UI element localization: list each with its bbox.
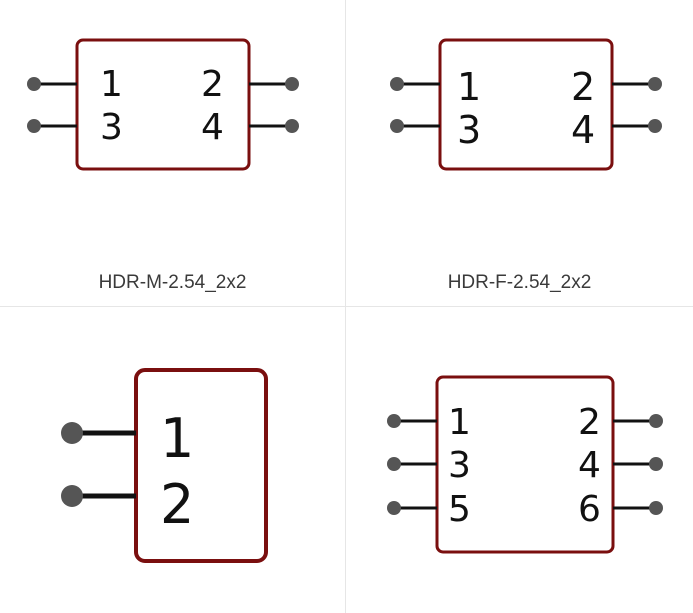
component-body: [438, 38, 614, 171]
symbol-caption: HDR-M-2.54_2x2: [98, 272, 247, 293]
header-2x3-symbol: 1 2 3 4 5 6: [387, 375, 663, 554]
pin-number: 4: [571, 108, 595, 152]
pin-number: 2: [160, 473, 194, 536]
pin-number: 5: [448, 489, 471, 530]
pin-number: 1: [160, 407, 194, 470]
pin-dot[interactable]: [61, 422, 83, 444]
symbol-caption: HDR-F-2.54_2x2: [447, 272, 592, 293]
pin-number: 2: [201, 64, 224, 105]
pin-dot[interactable]: [649, 414, 663, 428]
pin-number: 2: [578, 402, 601, 443]
pin-number: 4: [201, 107, 224, 148]
pin-number: 3: [448, 445, 471, 486]
pin-number: 1: [448, 402, 471, 443]
pin-dot[interactable]: [285, 119, 299, 133]
symbol-card-2x3[interactable]: 1 2 3 4 5 6: [346, 307, 693, 613]
pin-number: 1: [100, 64, 123, 105]
pin-number: 4: [578, 445, 601, 486]
pin-dot[interactable]: [648, 77, 662, 91]
pin-dot[interactable]: [387, 414, 401, 428]
pin-dot[interactable]: [649, 501, 663, 515]
pin-dot[interactable]: [649, 457, 663, 471]
pin-number: 6: [578, 489, 601, 530]
pin-dot[interactable]: [390, 77, 404, 91]
symbol-card-hdr-f-2x2[interactable]: 1 2 3 4 HDR-F-2.54_2x2: [346, 0, 693, 306]
pin-dot[interactable]: [61, 485, 83, 507]
hdr-f-2x2-symbol: 1 2 3 4: [390, 38, 662, 171]
pin-dot[interactable]: [27, 119, 41, 133]
pin-number: 1: [457, 65, 481, 109]
symbol-card-1x2[interactable]: 1 2: [0, 307, 345, 613]
header-1x2-symbol: 1 2: [61, 368, 268, 563]
component-body: [134, 368, 268, 563]
pin-dot[interactable]: [390, 119, 404, 133]
pin-number: 3: [100, 107, 123, 148]
component-body: [75, 38, 251, 171]
pin-dot[interactable]: [387, 501, 401, 515]
pin-dot[interactable]: [27, 77, 41, 91]
pin-number: 3: [457, 108, 481, 152]
pin-dot[interactable]: [648, 119, 662, 133]
grid-divider-horizontal: [0, 306, 693, 307]
symbol-card-hdr-m-2x2[interactable]: 1 2 3 4 HDR-M-2.54_2x2: [0, 0, 345, 306]
pin-dot[interactable]: [387, 457, 401, 471]
pin-number: 2: [571, 65, 595, 109]
hdr-m-2x2-symbol: 1 2 3 4: [27, 38, 299, 171]
pin-dot[interactable]: [285, 77, 299, 91]
